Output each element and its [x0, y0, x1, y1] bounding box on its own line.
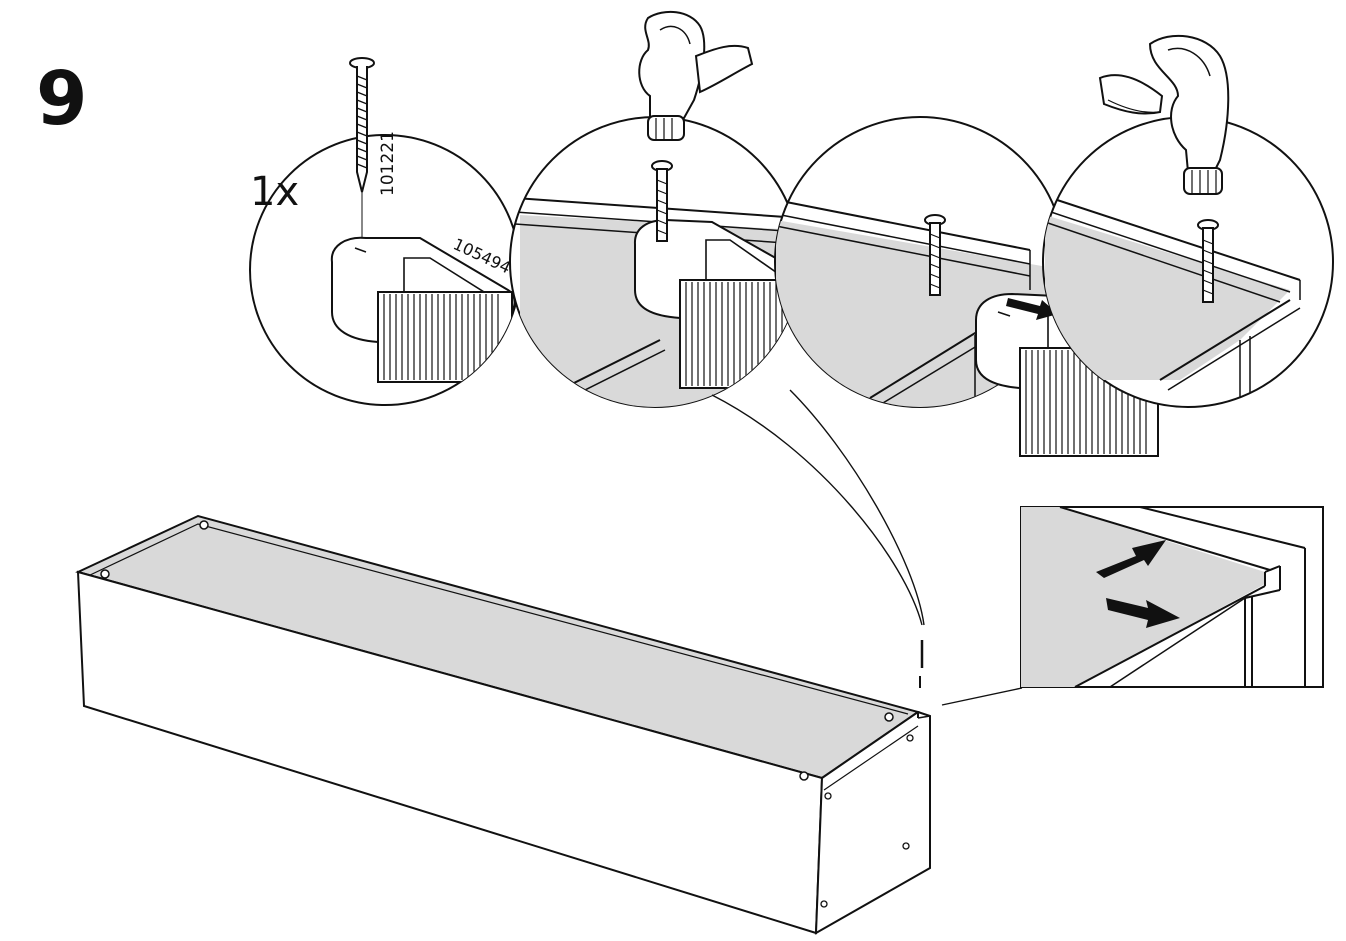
nail-article-number: 101221	[378, 131, 398, 196]
final-hammer-circle	[1042, 116, 1334, 408]
detail-box	[1020, 506, 1324, 688]
cabinet	[75, 514, 931, 935]
step-number: 9	[36, 56, 88, 142]
callout-lines	[711, 389, 1023, 706]
arrow-icon	[1106, 598, 1180, 628]
hand-icon	[1098, 74, 1164, 115]
attachment-marker	[919, 640, 924, 688]
arrow-icon	[1096, 540, 1166, 578]
hammer-icon	[1148, 34, 1230, 195]
hand-icon	[694, 44, 754, 94]
part-quantity: 1x	[250, 169, 299, 215]
hammer-icon	[638, 10, 706, 141]
arrow-icon	[1006, 298, 1058, 320]
